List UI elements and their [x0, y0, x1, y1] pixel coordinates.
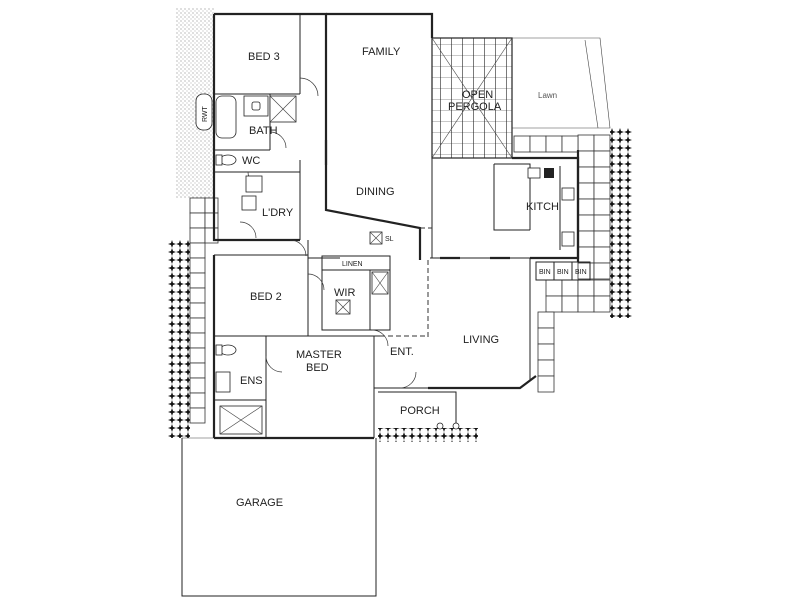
label-wc: WC [242, 155, 260, 167]
label-garage: GARAGE [236, 497, 283, 509]
label-bin2: BIN [557, 269, 569, 276]
laundry-tub [241, 195, 257, 211]
hedge-left [168, 240, 190, 438]
label-family: FAMILY [362, 46, 401, 58]
label-bath: BATH [249, 125, 278, 137]
label-master-bed: BED [306, 362, 329, 374]
label-linen: LINEN [342, 261, 363, 268]
label-rwt: RWT [202, 105, 209, 122]
lawn-boundary [510, 37, 611, 129]
label-open: OPEN [462, 89, 493, 101]
ens-vanity [215, 371, 231, 393]
bathtub [215, 95, 237, 139]
label-pergola: PERGOLA [448, 101, 502, 113]
label-porch: PORCH [400, 405, 440, 417]
cooktop [544, 168, 554, 178]
label-ent: ENT. [390, 346, 414, 358]
label-ldry: L'DRY [262, 207, 294, 219]
walls [181, 12, 591, 597]
label-sl: SL [385, 236, 394, 243]
label-master: MASTER [296, 349, 342, 361]
label-ens: ENS [240, 375, 263, 387]
label-lawn: Lawn [538, 91, 557, 100]
label-kitch: KITCH [526, 201, 559, 213]
label-wir: WIR [334, 287, 355, 299]
label-bed3: BED 3 [248, 51, 280, 63]
fixtures [195, 93, 575, 435]
label-living: LIVING [463, 334, 499, 346]
rainwater-tank [195, 93, 213, 131]
kitchen-sink [527, 167, 541, 179]
label-bed2: BED 2 [250, 291, 282, 303]
paving-left [189, 197, 219, 424]
paving-right [513, 134, 611, 393]
label-dining: DINING [356, 186, 395, 198]
label-bin1: BIN [539, 269, 551, 276]
label-bin3: BIN [575, 269, 587, 276]
hedge-right [610, 128, 632, 318]
hedge-porch [378, 428, 478, 442]
